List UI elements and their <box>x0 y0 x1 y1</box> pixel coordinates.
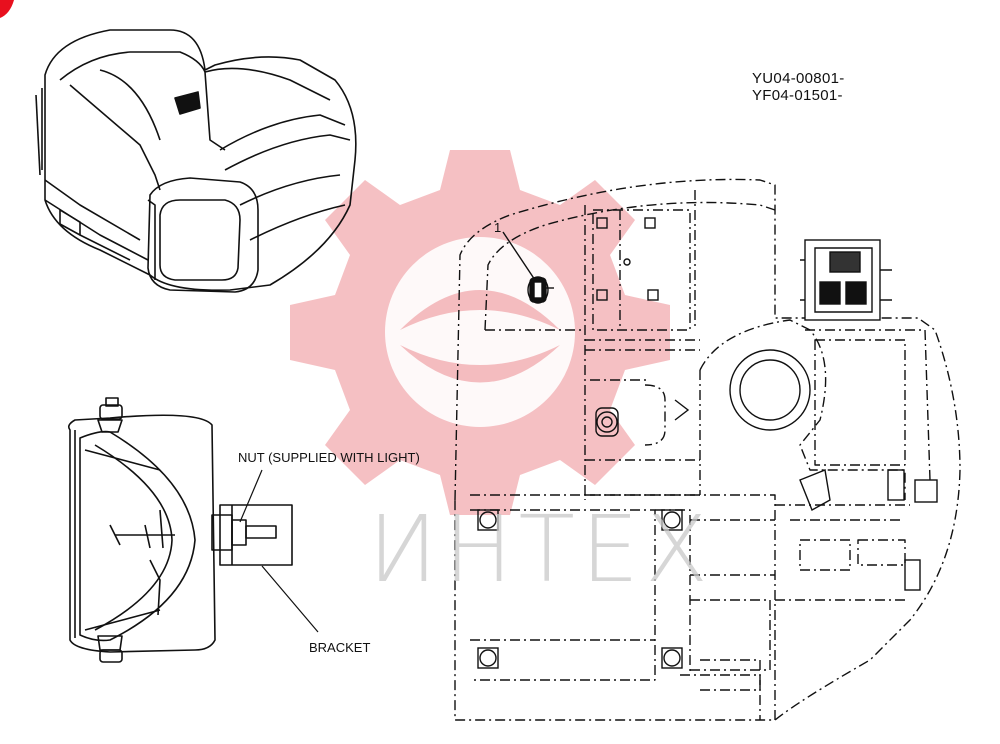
serial-range-1: YU04-00801- <box>752 70 845 87</box>
bracket-label: BRACKET <box>309 640 371 655</box>
corner-badge <box>0 0 14 18</box>
bracket-leader-line <box>261 565 319 633</box>
nut-label: NUT (SUPPLIED WITH LIGHT) <box>238 450 420 465</box>
serial-range-2: YF04-01501- <box>752 87 843 104</box>
item-1-leader-line <box>502 231 536 281</box>
watermark-text: ИНТЕХ <box>368 496 714 603</box>
nut-leader-line <box>239 469 263 523</box>
item-number-1: 1 <box>494 220 502 235</box>
